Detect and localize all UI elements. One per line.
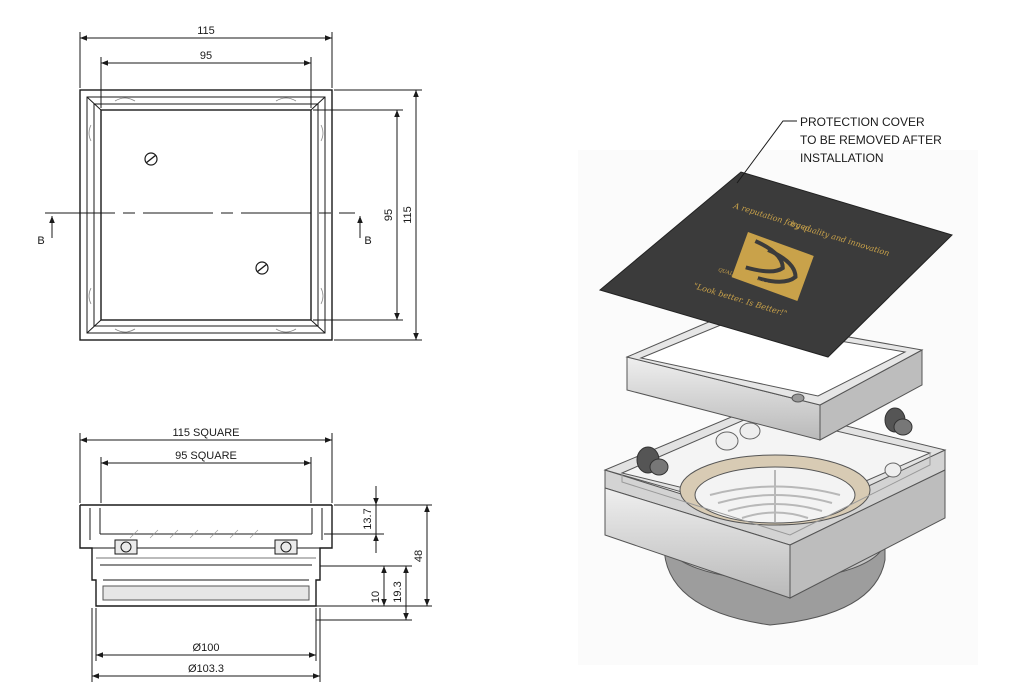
callout-line-2: TO BE REMOVED AFTER <box>800 133 942 147</box>
callout-line-1: PROTECTION COVER <box>800 115 925 129</box>
callout-leader <box>736 120 797 184</box>
dim-depth: 13.7 <box>362 508 374 529</box>
dim-body-height: 19.3 <box>392 581 404 602</box>
dim-outer-height: 115 <box>402 206 414 224</box>
screw-icon <box>715 422 902 478</box>
callout-line-3: INSTALLATION <box>800 151 884 165</box>
dim-inner-square: 95 SQUARE <box>175 450 237 462</box>
dim-diameter-inner: Ø100 <box>193 642 220 654</box>
screw-icon <box>144 152 158 166</box>
dim-flange: 10 <box>370 591 382 603</box>
section-label-right: B <box>364 235 371 247</box>
dim-outer-square: 115 SQUARE <box>172 427 239 439</box>
section-label-left: B <box>37 235 44 247</box>
dim-total-height: 48 <box>413 550 425 562</box>
brand-logo-icon <box>731 232 814 302</box>
frame-bevel <box>93 103 319 327</box>
dim-inner-width: 95 <box>200 50 212 62</box>
dim-inner-height: 95 <box>383 209 395 221</box>
outer-frame <box>79 89 333 341</box>
lug-icon <box>636 446 669 476</box>
lug-right <box>274 539 298 555</box>
frame-inner-edge <box>86 96 326 334</box>
lug-left <box>114 539 138 555</box>
dim-diameter-outer: Ø103.3 <box>188 663 224 675</box>
lug-icon <box>884 407 913 436</box>
drain-body <box>603 404 947 626</box>
protection-cover: A reputation forged by quality and innov… <box>598 171 953 358</box>
exploded-view: A reputation forged by quality and innov… <box>578 120 978 665</box>
screw-icon <box>255 261 269 275</box>
hidden-lugs <box>88 97 324 333</box>
grate-plate <box>100 109 312 321</box>
section-view <box>79 433 432 682</box>
top-view <box>45 32 422 341</box>
dim-outer-width: 115 <box>197 25 215 37</box>
